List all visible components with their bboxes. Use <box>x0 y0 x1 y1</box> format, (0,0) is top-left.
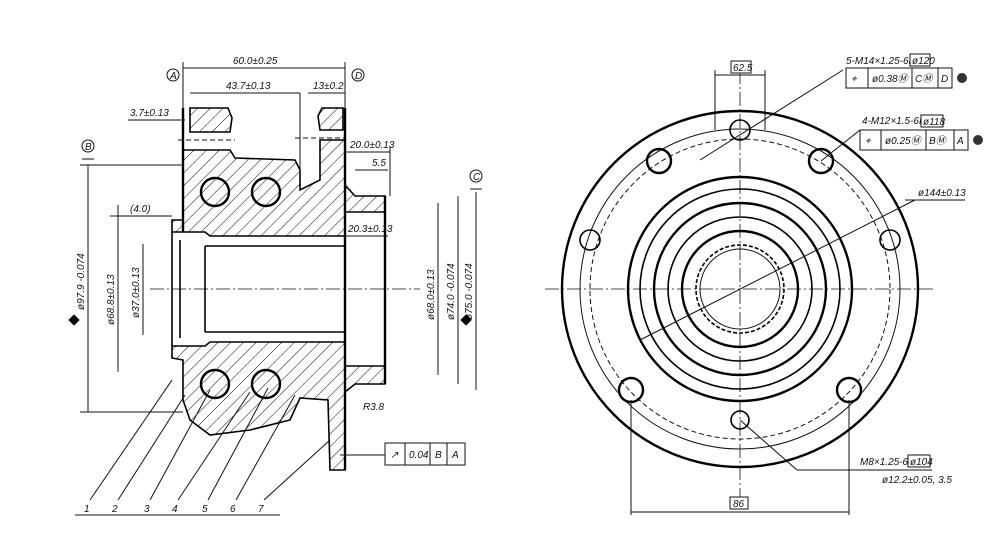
svg-text:A: A <box>169 71 177 82</box>
thread-callout-m8: M8×1.25-6H ø104 ø12.2±0.05, 3.5 <box>739 419 952 486</box>
dim-bottom-width: 86 <box>733 499 745 510</box>
svg-text:CⓂ: CⓂ <box>915 73 934 85</box>
datum-b: B <box>81 139 95 160</box>
dim-dia-75: ø75.0 -0.074 <box>464 263 475 320</box>
bearing-balls <box>199 176 282 400</box>
dim-dia-97-9: ø97.9 -0.074 <box>76 253 87 310</box>
svg-text:↗: ↗ <box>390 450 399 461</box>
datum-d: D <box>351 68 365 82</box>
datum-a: A <box>166 68 180 82</box>
svg-text:C: C <box>473 172 481 183</box>
dim-overall-width: 60.0±0.25 <box>233 56 278 67</box>
dim-dia-74: ø74.0 -0.074 <box>446 263 457 320</box>
dim-pilot-length: 20.0±0.13 <box>349 140 395 151</box>
svg-text:ø0.38Ⓜ: ø0.38Ⓜ <box>872 73 910 85</box>
svg-text:ø0.25Ⓜ: ø0.25Ⓜ <box>885 135 923 147</box>
dim-radius: R3.8 <box>363 402 385 413</box>
runout-tolerance-frame: ↗ 0.04 B A <box>340 442 466 466</box>
svg-text:ø120: ø120 <box>912 56 935 67</box>
flange-outer <box>560 109 920 469</box>
svg-text:3: 3 <box>144 504 150 515</box>
svg-text:4: 4 <box>172 504 178 515</box>
dim-bore-depth: 20.3±0.13 <box>347 224 393 235</box>
position-callout-m14: 5-M14×1.25-6H ø120 ⌖ ø0.38Ⓜ CⓂ D <box>699 53 967 161</box>
svg-text:5-M14×1.25-6H: 5-M14×1.25-6H <box>846 56 917 67</box>
dim-dia-68-8: ø68.8±0.13 <box>106 274 117 325</box>
svg-text:ø118: ø118 <box>923 117 945 128</box>
section-view: 60.0±0.25 43.7±0.13 13±0.2 3.7±0.13 20.0… <box>68 56 483 516</box>
svg-text:BⓂ: BⓂ <box>929 135 948 147</box>
dim-flange-thickness: 13±0.2 <box>313 81 344 92</box>
svg-text:1: 1 <box>84 504 90 515</box>
position-callout-m12: 4-M12×1.5-6H ø118 ⌖ ø0.25Ⓜ BⓂ A <box>820 114 983 162</box>
dim-top-width: 62.5 <box>733 63 753 74</box>
hub-lower-section <box>171 341 386 471</box>
svg-text:2: 2 <box>111 504 118 515</box>
svg-text:B: B <box>435 450 442 461</box>
svg-text:D: D <box>941 74 948 85</box>
dim-bolt-circle: ø144±0.13 <box>918 188 966 199</box>
spline-bore <box>695 244 785 334</box>
dim-shoulder: 5.5 <box>372 158 386 169</box>
svg-text:5: 5 <box>202 504 208 515</box>
front-view: 62.5 86 ø144±0.13 5-M14×1.25-6H ø120 ⌖ ø… <box>545 53 983 515</box>
svg-text:B: B <box>85 142 92 153</box>
dim-dia-37: ø37.0±0.13 <box>131 267 142 318</box>
part-balloons: 1 2 3 4 5 6 7 <box>75 379 331 516</box>
dim-seal-offset: 3.7±0.13 <box>130 108 169 119</box>
dim-bearing-span: 43.7±0.13 <box>226 81 271 92</box>
flange-top-right <box>317 107 344 131</box>
svg-text:ø104: ø104 <box>910 457 933 468</box>
svg-text:0.04: 0.04 <box>409 450 429 461</box>
critical-diamond-icon-2 <box>460 314 472 326</box>
svg-text:A: A <box>451 450 459 461</box>
dim-dia-68: ø68.0±0.13 <box>426 269 437 320</box>
svg-text:7: 7 <box>258 504 264 515</box>
bolt-circle <box>589 138 891 440</box>
svg-text:⌖: ⌖ <box>851 74 858 85</box>
svg-text:D: D <box>355 71 362 82</box>
svg-text:M8×1.25-6H: M8×1.25-6H <box>860 457 916 468</box>
svg-text:6: 6 <box>230 504 236 515</box>
svg-text:A: A <box>956 136 964 147</box>
svg-text:⌖: ⌖ <box>865 136 872 147</box>
svg-text:4-M12×1.5-6H: 4-M12×1.5-6H <box>862 116 927 127</box>
dim-ref-length: (4.0) <box>130 204 151 215</box>
flange-top-left <box>189 107 233 133</box>
svg-text:ø12.2±0.05, 3.5: ø12.2±0.05, 3.5 <box>882 475 952 486</box>
datum-c: C <box>469 169 483 190</box>
critical-diamond-icon <box>68 314 80 326</box>
